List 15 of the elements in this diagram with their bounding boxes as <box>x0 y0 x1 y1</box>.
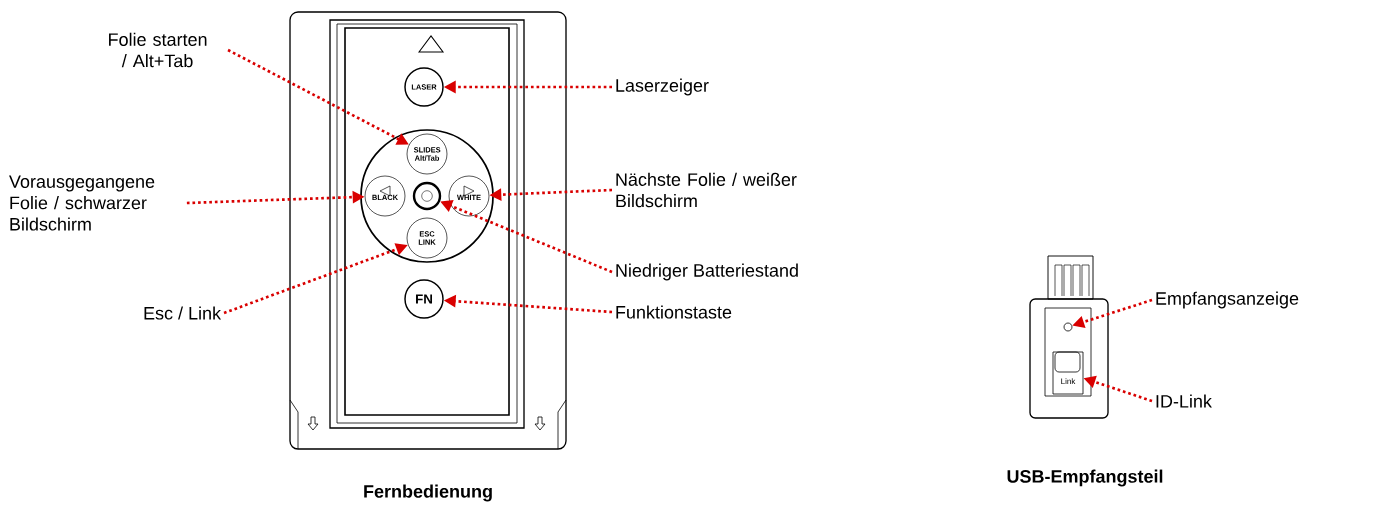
callout-text: Funktionstaste <box>616 305 732 319</box>
callout-text: Folie starten / Alt+Tab <box>109 32 207 68</box>
callout-text: Esc / Link <box>144 306 222 320</box>
drawing-caption: Fernbedienung <box>364 484 492 502</box>
indicator-light <box>1063 322 1073 332</box>
round-button: FN <box>404 279 444 319</box>
drawing-caption: USB-Empfangsteil <box>1007 469 1163 487</box>
callout-text: ID-Link <box>1156 394 1212 408</box>
callout-text: Laserzeiger <box>616 78 709 96</box>
callout-text: Niedriger Batteriestand <box>616 263 798 281</box>
callout-text: Nächste Folie / weißer Bildschirm <box>616 172 797 208</box>
callout-text: Vorausgegangene Folie / schwarzer Bildschirm <box>9 175 155 231</box>
link-button: Link <box>1052 351 1084 395</box>
indicator-light <box>412 181 442 211</box>
callout-text: Empfangsanzeige <box>1156 291 1299 309</box>
